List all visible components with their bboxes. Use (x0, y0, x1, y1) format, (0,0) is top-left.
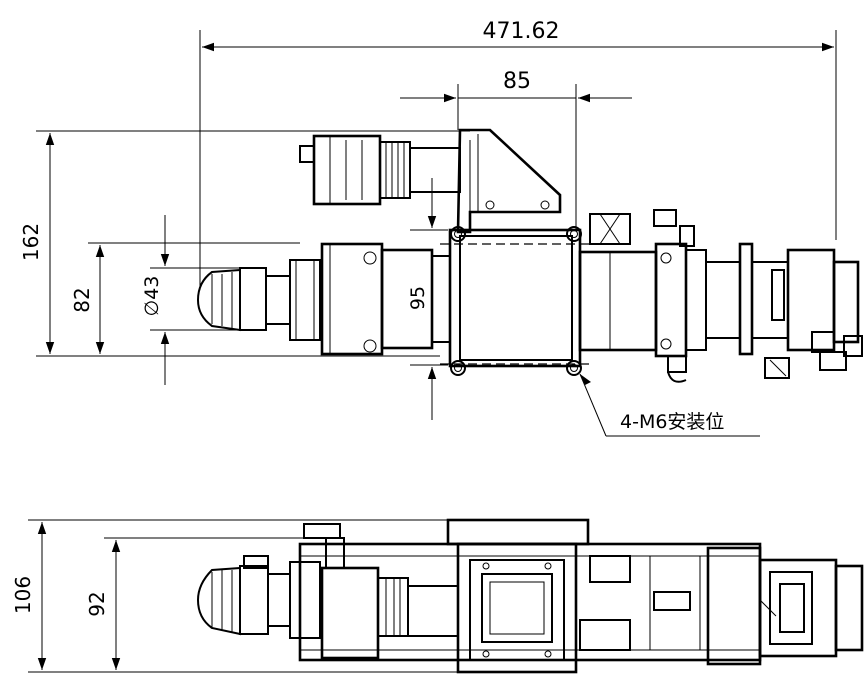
dimension-height-82: 82 (70, 242, 300, 354)
dimension-overall-length-label: 471.62 (483, 19, 560, 44)
mount-hole (450, 226, 466, 242)
side-view (196, 518, 864, 674)
dimension-bracket-width: 85 (400, 69, 632, 230)
mount-hole (450, 360, 466, 376)
body-left-section (320, 242, 451, 356)
dimension-mount-95-label: 95 (407, 286, 429, 310)
top-view: 4-M6安装位 (196, 128, 863, 437)
dimension-diameter-43: ∅43 (141, 215, 240, 385)
dimension-height-162: 162 (19, 130, 470, 357)
dimension-bracket-width-label: 85 (503, 69, 531, 94)
nozzle-left (196, 259, 321, 341)
dimension-height-92: 92 (85, 537, 330, 670)
mount-hole (566, 226, 582, 242)
dimension-height-106: 106 (11, 519, 470, 673)
dimension-diameter-43-label: ∅43 (141, 276, 163, 317)
mount-hole-callout-label: 4-M6安装位 (620, 411, 724, 433)
mount-hole (566, 360, 582, 376)
dimension-height-92-label: 92 (85, 591, 109, 616)
mount-hole-callout: 4-M6安装位 (579, 373, 760, 437)
body-right-section (578, 209, 863, 383)
upper-connector-assembly (299, 128, 562, 234)
center-mount-block (440, 226, 592, 376)
dimension-height-82-label: 82 (70, 287, 94, 312)
dimension-mount-95: 95 (407, 178, 448, 420)
dimension-height-162-label: 162 (19, 223, 43, 261)
dimension-overall-length: 471.62 (199, 19, 837, 290)
dimension-height-106-label: 106 (11, 576, 35, 614)
